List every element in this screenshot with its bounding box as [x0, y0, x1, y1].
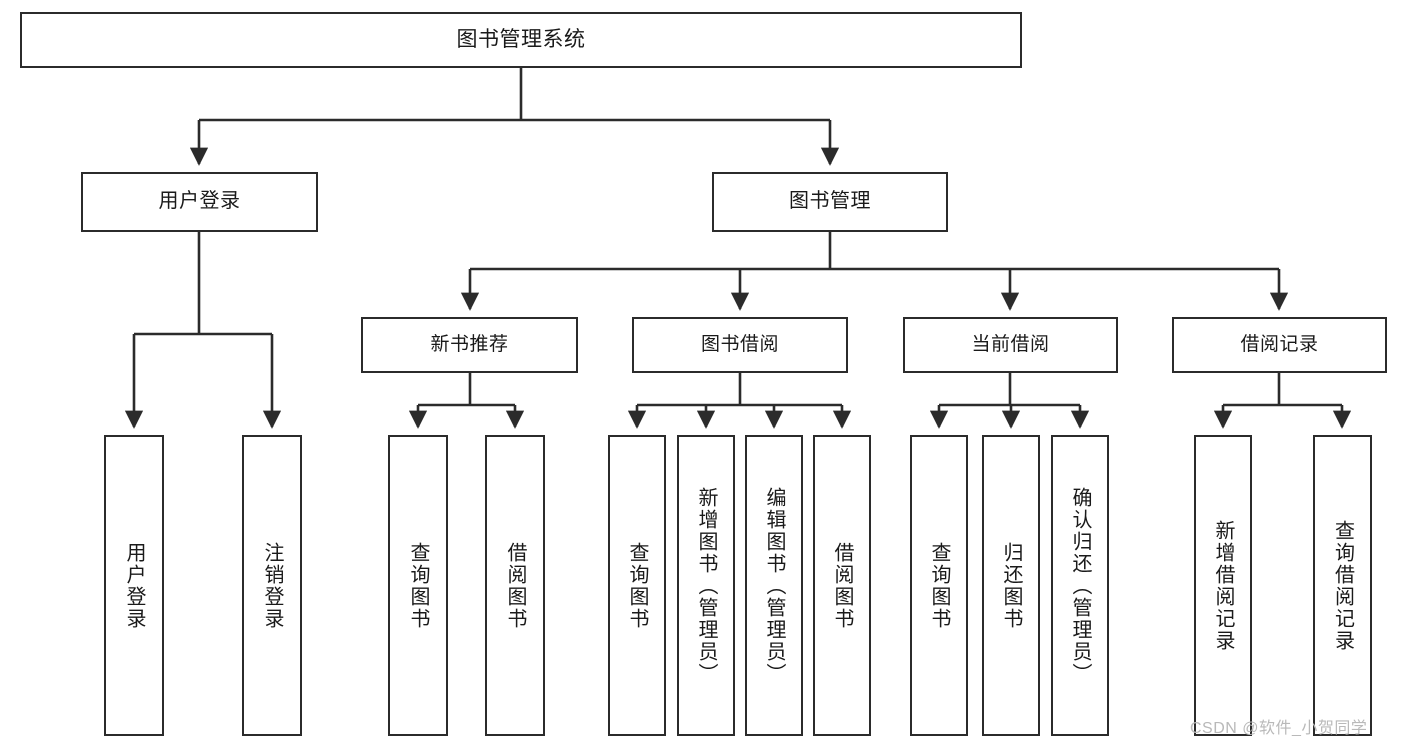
leaf-query-book-current[interactable]: 查询图书 — [910, 435, 968, 736]
leaf-return-book[interactable]: 归还图书 — [982, 435, 1040, 736]
leaf-edit-book-admin-label: 编辑图书（管理员） — [763, 486, 785, 685]
leaf-borrow-book[interactable]: 借阅图书 — [813, 435, 871, 736]
leaf-borrow-book-recommend[interactable]: 借阅图书 — [485, 435, 545, 736]
leaf-user-login[interactable]: 用户登录 — [104, 435, 164, 736]
leaf-return-book-label: 归还图书 — [1000, 541, 1022, 630]
leaf-edit-book-admin[interactable]: 编辑图书（管理员） — [745, 435, 803, 736]
node-current-borrow[interactable]: 当前借阅 — [903, 317, 1118, 373]
leaf-query-borrow-record[interactable]: 查询借阅记录 — [1313, 435, 1372, 736]
leaf-logout[interactable]: 注销登录 — [242, 435, 302, 736]
leaf-add-borrow-record[interactable]: 新增借阅记录 — [1194, 435, 1252, 736]
node-book-management[interactable]: 图书管理 — [712, 172, 948, 232]
leaf-add-book-admin-label: 新增图书（管理员） — [695, 486, 717, 685]
node-user-login[interactable]: 用户登录 — [81, 172, 318, 232]
node-borrow-record[interactable]: 借阅记录 — [1172, 317, 1387, 373]
leaf-add-book-admin[interactable]: 新增图书（管理员） — [677, 435, 735, 736]
leaf-query-book-recommend-label: 查询图书 — [407, 541, 429, 630]
node-root[interactable]: 图书管理系统 — [20, 12, 1022, 68]
csdn-watermark: CSDN @软件_小贺同学 — [1190, 720, 1368, 737]
node-root-label: 图书管理系统 — [456, 27, 586, 51]
node-new-book-recommend-label: 新书推荐 — [430, 333, 509, 355]
node-user-login-label: 用户登录 — [158, 190, 241, 213]
leaf-query-book-recommend[interactable]: 查询图书 — [388, 435, 448, 736]
leaf-query-book-borrow[interactable]: 查询图书 — [608, 435, 666, 736]
node-book-borrow[interactable]: 图书借阅 — [632, 317, 848, 373]
node-new-book-recommend[interactable]: 新书推荐 — [361, 317, 578, 373]
leaf-logout-label: 注销登录 — [261, 541, 283, 630]
leaf-user-login-label: 用户登录 — [123, 541, 145, 630]
leaf-borrow-book-recommend-label: 借阅图书 — [504, 541, 526, 630]
leaf-query-book-borrow-label: 查询图书 — [626, 541, 648, 630]
node-current-borrow-label: 当前借阅 — [971, 333, 1050, 355]
node-book-borrow-label: 图书借阅 — [700, 333, 779, 355]
node-book-management-label: 图书管理 — [789, 190, 871, 213]
leaf-confirm-return-admin-label: 确认归还（管理员） — [1069, 486, 1091, 685]
node-borrow-record-label: 借阅记录 — [1240, 333, 1319, 355]
leaf-confirm-return-admin[interactable]: 确认归还（管理员） — [1051, 435, 1109, 736]
leaf-query-book-current-label: 查询图书 — [928, 541, 950, 630]
leaf-add-borrow-record-label: 新增借阅记录 — [1212, 519, 1234, 652]
leaf-borrow-book-label: 借阅图书 — [831, 541, 853, 630]
leaf-query-borrow-record-label: 查询借阅记录 — [1331, 519, 1354, 652]
